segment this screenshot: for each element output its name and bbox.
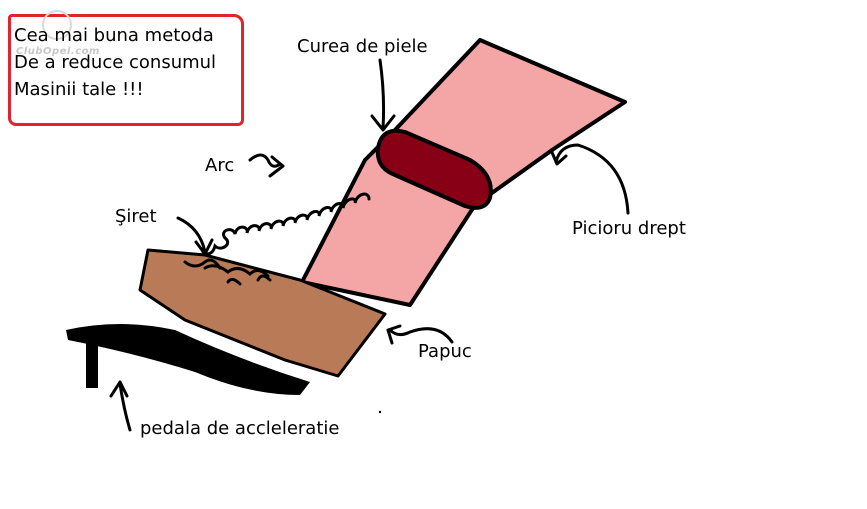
note-line: Masinii tale !!!: [14, 79, 144, 100]
shoe: [138, 248, 387, 378]
shoe-arrow-icon: [386, 324, 454, 345]
pedal-stem: [86, 338, 98, 388]
lace-arrow-icon: [176, 216, 214, 256]
watermark: ClubOpel.com: [16, 46, 100, 57]
note-box: [8, 14, 244, 126]
note-text: Cea mai buna metoda De a reduce consumul…: [14, 22, 216, 103]
label-lace: Şiret: [115, 206, 157, 227]
note-line: De a reduce consumul: [14, 52, 217, 73]
spring-coil: [201, 192, 371, 256]
label-spring: Arc: [205, 155, 235, 176]
spring-arrow-icon: [248, 153, 285, 178]
stray-dot: [378, 410, 382, 414]
watermark-logo-icon: [42, 10, 72, 40]
shoe-lace: [183, 258, 272, 286]
accelerator-pedal: [66, 324, 310, 395]
leg-arrow-icon: [549, 143, 630, 215]
note-line: Cea mai buna metoda: [14, 25, 214, 46]
label-leg: Picioru drept: [572, 218, 686, 239]
belt-arrow-icon: [370, 58, 396, 132]
label-belt: Curea de piele: [297, 36, 428, 57]
label-pedal: pedala de accleleratie: [140, 418, 340, 439]
label-shoe: Papuc: [418, 341, 472, 362]
leather-belt: [375, 128, 493, 210]
pedal-arrow-icon: [109, 380, 132, 432]
